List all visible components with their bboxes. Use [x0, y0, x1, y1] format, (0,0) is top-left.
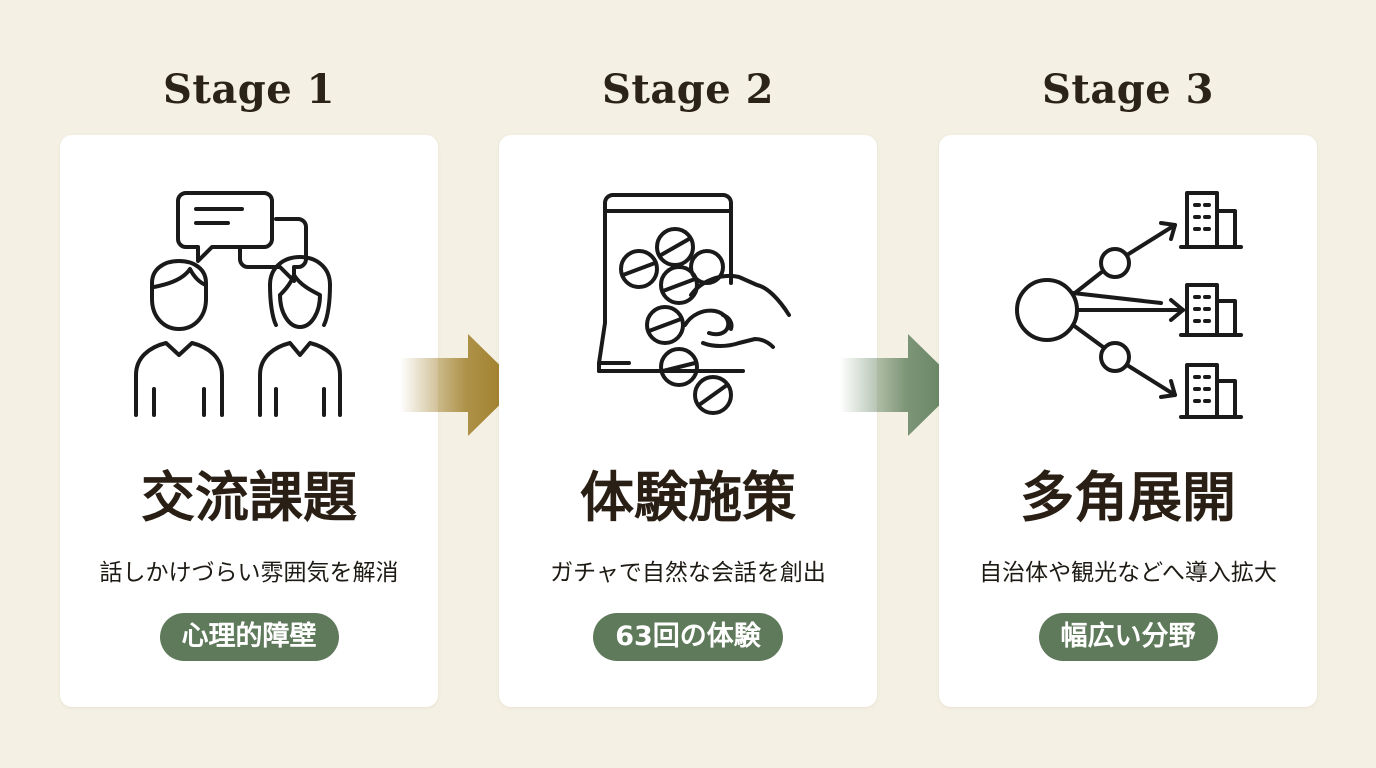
conversation-people-icon [134, 191, 342, 417]
stage-3-heading: 多角展開 [1016, 465, 1240, 535]
stage-2-card: 体験施策 ガチャで自然な会話を創出 63回の体験 [499, 135, 877, 707]
network-expansion-buildings-icon [1015, 191, 1243, 419]
stage-2-title: Stage 2 [602, 66, 774, 113]
stage-1-description: 話しかけづらい雰囲気を解消 [99, 560, 399, 586]
stage-2-badge: 63回の体験 [593, 613, 783, 661]
stage-1-title: Stage 1 [163, 66, 335, 113]
stage-2-heading: 体験施策 [576, 465, 800, 535]
stage-1-badge: 心理的障壁 [159, 613, 339, 661]
gacha-machine-hand-icon [597, 193, 791, 415]
stage-3-description: 自治体や観光などへ導入拡大 [979, 560, 1277, 586]
stage-3-badge: 幅広い分野 [1038, 613, 1218, 661]
stage-3-title: Stage 3 [1042, 66, 1214, 113]
stage-1-heading: 交流課題 [137, 465, 361, 535]
stage-2-to-3-arrow-icon [840, 334, 960, 436]
stage-1-to-2-arrow-icon [400, 334, 520, 436]
stage-1-card: 交流課題 話しかけづらい雰囲気を解消 心理的障壁 [60, 135, 438, 707]
stage-2-description: ガチャで自然な会話を創出 [550, 560, 826, 586]
stage-3-card: 多角展開 自治体や観光などへ導入拡大 幅広い分野 [939, 135, 1317, 707]
